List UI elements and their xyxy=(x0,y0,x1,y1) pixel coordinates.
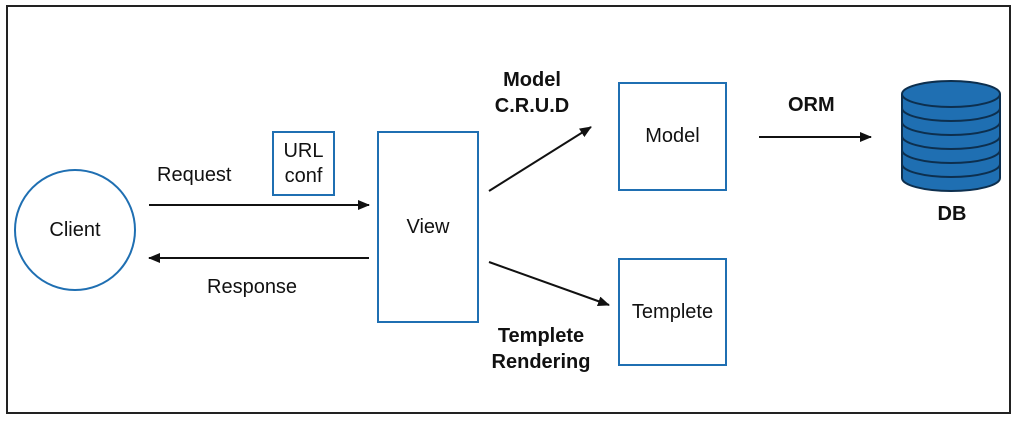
view-to-templete-arrow xyxy=(488,261,610,306)
view-to-model-arrow xyxy=(488,126,592,192)
orm-label: ORM xyxy=(788,94,835,116)
model-node: Model xyxy=(618,82,727,191)
database-icon xyxy=(901,80,1001,192)
templete-rendering-label: Templete Rendering xyxy=(491,325,591,373)
response-label: Response xyxy=(207,276,298,298)
db-label: DB xyxy=(937,203,967,225)
model-crud-label: Model C.R.U.D xyxy=(494,69,570,117)
url-conf-node: URL conf xyxy=(272,131,335,196)
templete-node: Templete xyxy=(618,258,727,366)
request-label: Request xyxy=(157,164,232,186)
client-node: Client xyxy=(14,169,136,291)
view-node: View xyxy=(377,131,479,323)
diagram-frame xyxy=(6,5,1011,414)
